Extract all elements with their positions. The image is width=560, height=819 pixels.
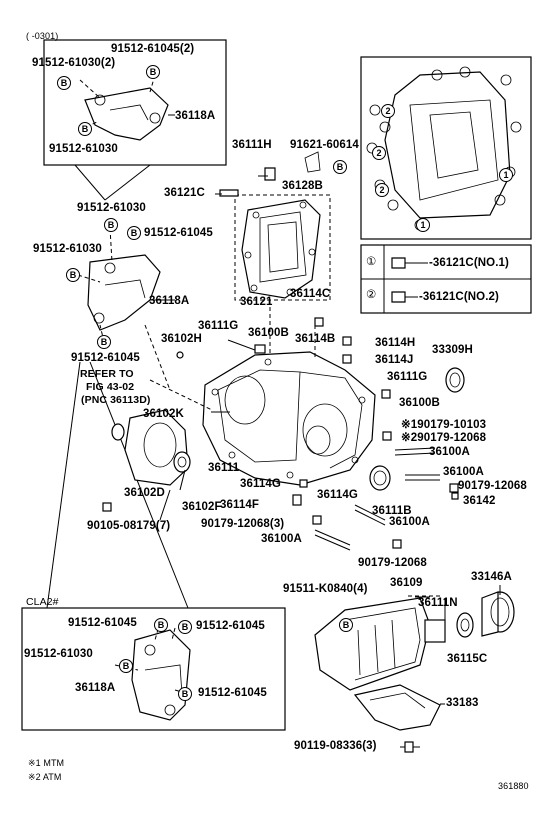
circle-1-marker: 1 — [416, 218, 430, 232]
label-c9: 36100B — [399, 397, 440, 409]
label-c30: 36100A — [429, 446, 470, 458]
label-t2: 91512-61030(2) — [32, 57, 116, 69]
label-c29: ※290179-12068 — [401, 432, 487, 444]
legend-label-2: -36121C(NO.2) — [419, 291, 499, 303]
label-c25: 36100A — [261, 533, 302, 545]
label-c3: 36128B — [282, 180, 323, 192]
range-note: ( -0301) — [26, 31, 59, 41]
label-t4: 91512-61030 — [49, 143, 118, 155]
label-c16: 36102K — [143, 408, 184, 420]
label-c5: 36121 — [240, 296, 273, 308]
label-c32: 90179-12068 — [458, 480, 527, 492]
label-r4: 36111N — [418, 597, 458, 609]
label-c34: 90179-12068 — [358, 557, 427, 569]
label-w5: 91512-61045 — [198, 687, 267, 699]
label-c24: 90179-12068(3) — [201, 518, 285, 530]
label-c4: 36121C — [164, 187, 205, 199]
label-c19: 90105-08179(7) — [87, 520, 171, 532]
label-c21: 36114G — [240, 478, 281, 490]
label-m5: 91512-61045 — [71, 352, 140, 364]
b-marker: B — [57, 76, 71, 90]
label-c8: 36111G — [387, 371, 428, 383]
refer-line-1: REFER TO — [80, 368, 134, 380]
label-c1: 36111H — [232, 139, 272, 151]
legend-label-1: -36121C(NO.1) — [429, 257, 509, 269]
label-c31: 36100A — [443, 466, 484, 478]
label-c17: 36102D — [124, 487, 165, 499]
label-r1: 36109 — [390, 577, 423, 589]
label-c28: ※190179-10103 — [401, 419, 487, 431]
label-c26: 36111B — [372, 505, 412, 517]
circle-1-marker: 1 — [499, 168, 513, 182]
label-c10: 36114H — [375, 337, 416, 349]
cla-note: CLA2# — [26, 596, 59, 608]
b-marker: B — [154, 618, 168, 632]
b-marker: B — [146, 65, 160, 79]
label-w2: 91512-61045 — [196, 620, 265, 632]
label-m3: 91512-61030 — [33, 243, 102, 255]
label-c27: 36100A — [389, 516, 430, 528]
b-marker: B — [178, 620, 192, 634]
label-m2: 91512-61045 — [144, 227, 213, 239]
b-marker: B — [97, 335, 111, 349]
label-r2: 91511-K0840(4) — [283, 583, 368, 595]
circle-2-marker: 2 — [375, 183, 389, 197]
b-marker: B — [339, 618, 353, 632]
label-c18: 36102F — [182, 501, 222, 513]
label-c13: 36111G — [198, 320, 239, 332]
b-marker: B — [333, 160, 347, 174]
label-c12: 33309H — [432, 344, 473, 356]
legend-num-2: ② — [366, 289, 377, 301]
label-t3: 36118A — [175, 110, 216, 122]
refer-line-2: FIG 43-02 — [86, 381, 135, 393]
label-c2: 91621-60614 — [290, 139, 359, 151]
label-r3: 33146A — [471, 571, 512, 583]
b-marker: B — [119, 659, 133, 673]
b-marker: B — [66, 268, 80, 282]
footnote-mtm: ※1 MTM — [28, 758, 65, 768]
label-c11: 36114J — [375, 354, 414, 366]
label-r5: 36115C — [447, 653, 488, 665]
label-w4: 36118A — [75, 682, 116, 694]
label-w3: 91512-61030 — [24, 648, 93, 660]
figure-number: 361880 — [498, 781, 529, 791]
label-c14: 36100B — [248, 327, 289, 339]
circle-2-marker: 2 — [381, 104, 395, 118]
label-c22: 36114F — [220, 499, 259, 511]
footnote-atm: ※2 ATM — [28, 772, 62, 782]
label-c23: 36114G — [317, 489, 358, 501]
label-c20: 36111 — [208, 462, 240, 474]
circle-2-marker: 2 — [372, 146, 386, 160]
label-w1: 91512-61045 — [68, 617, 137, 629]
label-c6: 36114C — [290, 288, 331, 300]
label-m1: 91512-61030 — [77, 202, 146, 214]
label-r6: 33183 — [446, 697, 479, 709]
label-m4: 36118A — [149, 295, 190, 307]
label-c15: 36102H — [161, 333, 202, 345]
label-c7: 36114B — [295, 333, 336, 345]
refer-line-3: (PNC 36113D) — [81, 394, 151, 406]
b-marker: B — [104, 218, 118, 232]
b-marker: B — [178, 687, 192, 701]
legend-num-1: ① — [366, 256, 377, 268]
label-t1: 91512-61045(2) — [111, 43, 195, 55]
b-marker: B — [127, 226, 141, 240]
label-r7: 90119-08336(3) — [294, 740, 377, 752]
label-c33: 36142 — [463, 495, 496, 507]
b-marker: B — [78, 122, 92, 136]
